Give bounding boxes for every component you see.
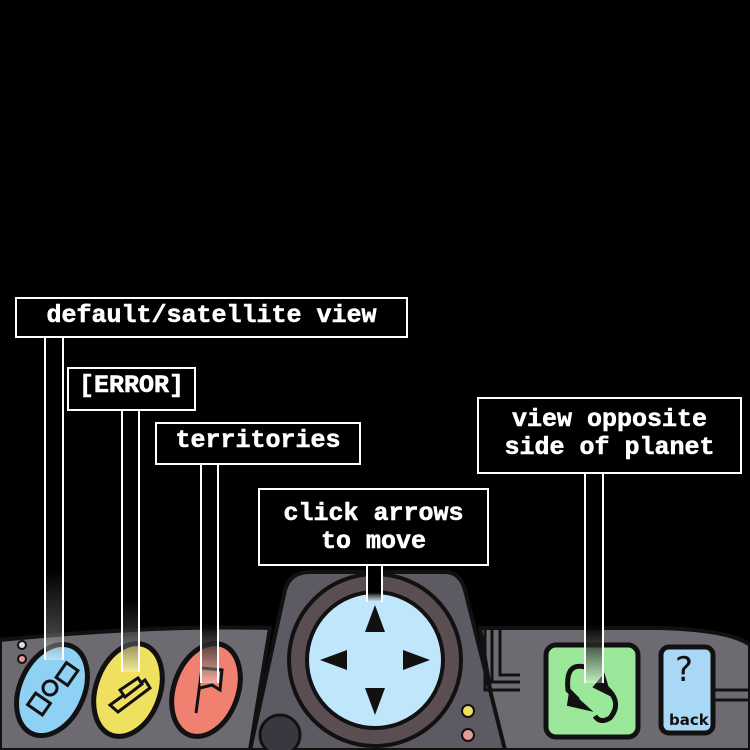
label-error: [ERROR] — [67, 367, 196, 411]
arrow-up-button[interactable] — [365, 605, 385, 632]
car-icon — [107, 675, 153, 714]
leader-line — [366, 565, 383, 602]
indicator-light — [461, 728, 475, 742]
indicator-light — [17, 654, 27, 664]
rotate-arrows-icon — [565, 663, 619, 724]
indicator-light — [461, 704, 475, 718]
leader-line — [584, 473, 604, 683]
label-default-satellite-view: default/satellite view — [15, 297, 408, 338]
arrow-left-button[interactable] — [320, 650, 347, 670]
speaker-grille — [258, 713, 302, 750]
leader-line — [200, 464, 219, 683]
arrow-down-button[interactable] — [365, 688, 385, 715]
arrow-right-button[interactable] — [403, 650, 430, 670]
indicator-light — [17, 640, 27, 650]
error-button[interactable] — [82, 634, 175, 746]
back-help-button[interactable] — [658, 644, 716, 736]
leader-line — [121, 410, 140, 672]
satellite-view-button[interactable] — [3, 633, 102, 747]
label-territories: territories — [155, 422, 361, 465]
cables — [483, 628, 750, 702]
back-label: back — [669, 711, 709, 729]
label-view-opposite-side: view opposite side of planet — [477, 397, 742, 474]
opposite-side-button[interactable] — [543, 642, 641, 740]
question-mark-icon: ? — [675, 650, 694, 690]
satellite-icon — [25, 660, 80, 717]
leader-line — [44, 337, 64, 660]
label-click-arrows: click arrows to move — [258, 488, 489, 566]
